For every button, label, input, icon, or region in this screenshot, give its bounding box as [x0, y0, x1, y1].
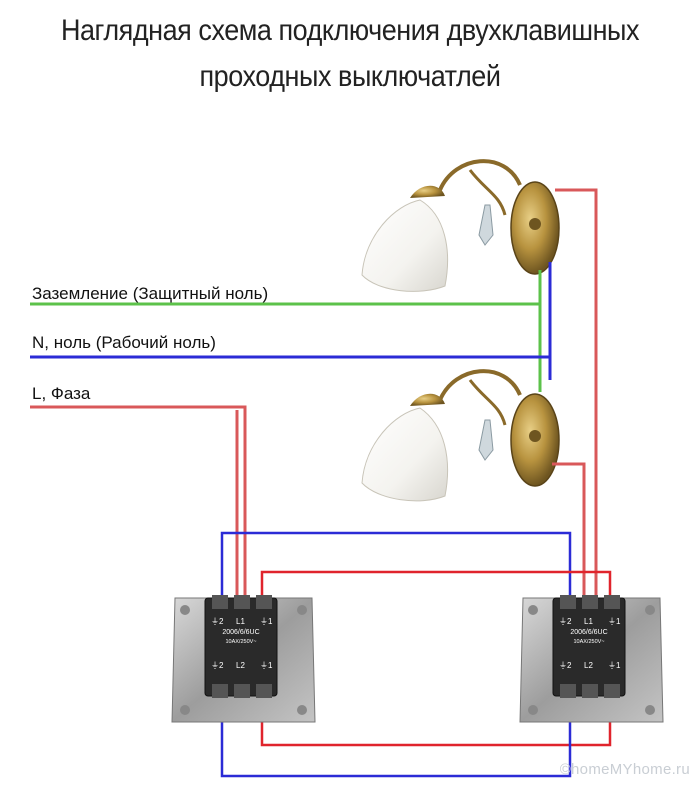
switch-left-terminal-top-right: ⏚1	[260, 617, 273, 626]
neutral-wire	[30, 262, 552, 380]
lamp-shade	[361, 407, 449, 502]
pass-through-switch-right	[519, 595, 664, 723]
switch-left-terminal-top-left: ⏚2	[211, 617, 224, 626]
pass-through-switch-left	[171, 595, 316, 723]
switch-right-terminal-top-left: ⏚2	[559, 617, 572, 626]
ground-wire	[30, 270, 542, 392]
switch-right-model: 2006/6/6UC	[570, 629, 607, 636]
switch-left-terminal-bottom-left: ⏚2	[211, 661, 224, 670]
switch-left-terminal-bottom-mid: L2	[236, 661, 245, 670]
switch-right-terminal-top-right: ⏚1	[608, 617, 621, 626]
sconce-lamp-top	[361, 159, 560, 292]
lamp-shade	[361, 199, 449, 292]
switch-left-model: 2006/6/6UC	[222, 629, 259, 636]
lamp-feed-wires	[552, 188, 598, 598]
diagram-title-line-1: Наглядная схема подключения двухклавишны…	[60, 14, 640, 47]
switch-left-terminal-bottom-right: ⏚1	[260, 661, 273, 670]
crystal-pendant-icon	[478, 204, 494, 246]
watermark: ©homeMYhome.ru	[559, 761, 690, 778]
ground-wire-label: Заземление (Защитный ноль)	[32, 284, 269, 303]
switch-left-terminal-top-mid: L1	[236, 617, 245, 626]
switch-right-terminal-bottom-mid: L2	[584, 661, 593, 670]
switch-left-rating: 10AX/250V~	[225, 639, 256, 645]
phase-wire	[30, 405, 247, 598]
diagram-title-line-2: проходных выключатлей	[199, 60, 501, 93]
switch-right-rating: 10AX/250V~	[573, 639, 604, 645]
switch-right-terminal-top-mid: L1	[584, 617, 593, 626]
phase-wire-label: L, Фаза	[32, 384, 91, 403]
switch-right-terminal-bottom-right: ⏚1	[608, 661, 621, 670]
crystal-pendant-icon	[478, 419, 494, 461]
neutral-wire-label: N, ноль (Рабочий ноль)	[32, 333, 216, 352]
sconce-lamp-bottom	[361, 369, 560, 502]
switch-right-terminal-bottom-left: ⏚2	[559, 661, 572, 670]
